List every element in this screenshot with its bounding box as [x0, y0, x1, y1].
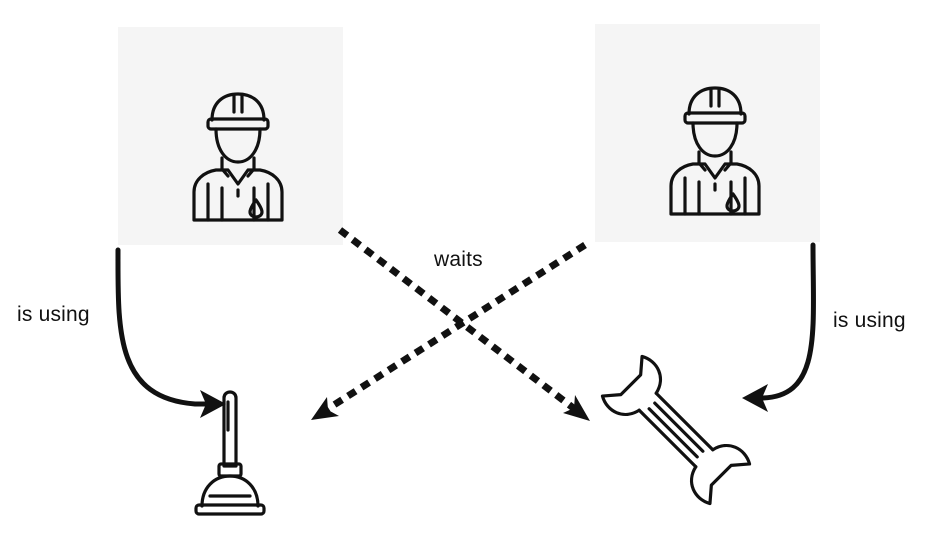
left-is-using-label: is using	[17, 303, 90, 326]
arrow-right-is-using	[753, 242, 816, 401]
arrow-right-waits-plunger	[324, 242, 587, 413]
arrowhead-right	[742, 384, 768, 412]
worker-node-left	[118, 27, 343, 245]
wrench-icon	[600, 354, 752, 506]
arrowhead-left	[200, 390, 226, 418]
construction-worker-icon	[669, 86, 761, 216]
arrowhead-waits-wrench	[563, 395, 590, 421]
arrowhead-waits-plunger	[311, 397, 339, 420]
plunger-icon	[194, 390, 266, 516]
node-background	[118, 27, 343, 245]
arrow-left-is-using	[115, 247, 215, 407]
arrow-left-waits-wrench	[337, 227, 579, 413]
node-background	[595, 24, 820, 242]
construction-worker-icon	[192, 92, 284, 222]
right-is-using-label: is using	[833, 309, 906, 332]
waits-label: waits	[434, 248, 483, 271]
worker-node-right	[595, 24, 820, 242]
